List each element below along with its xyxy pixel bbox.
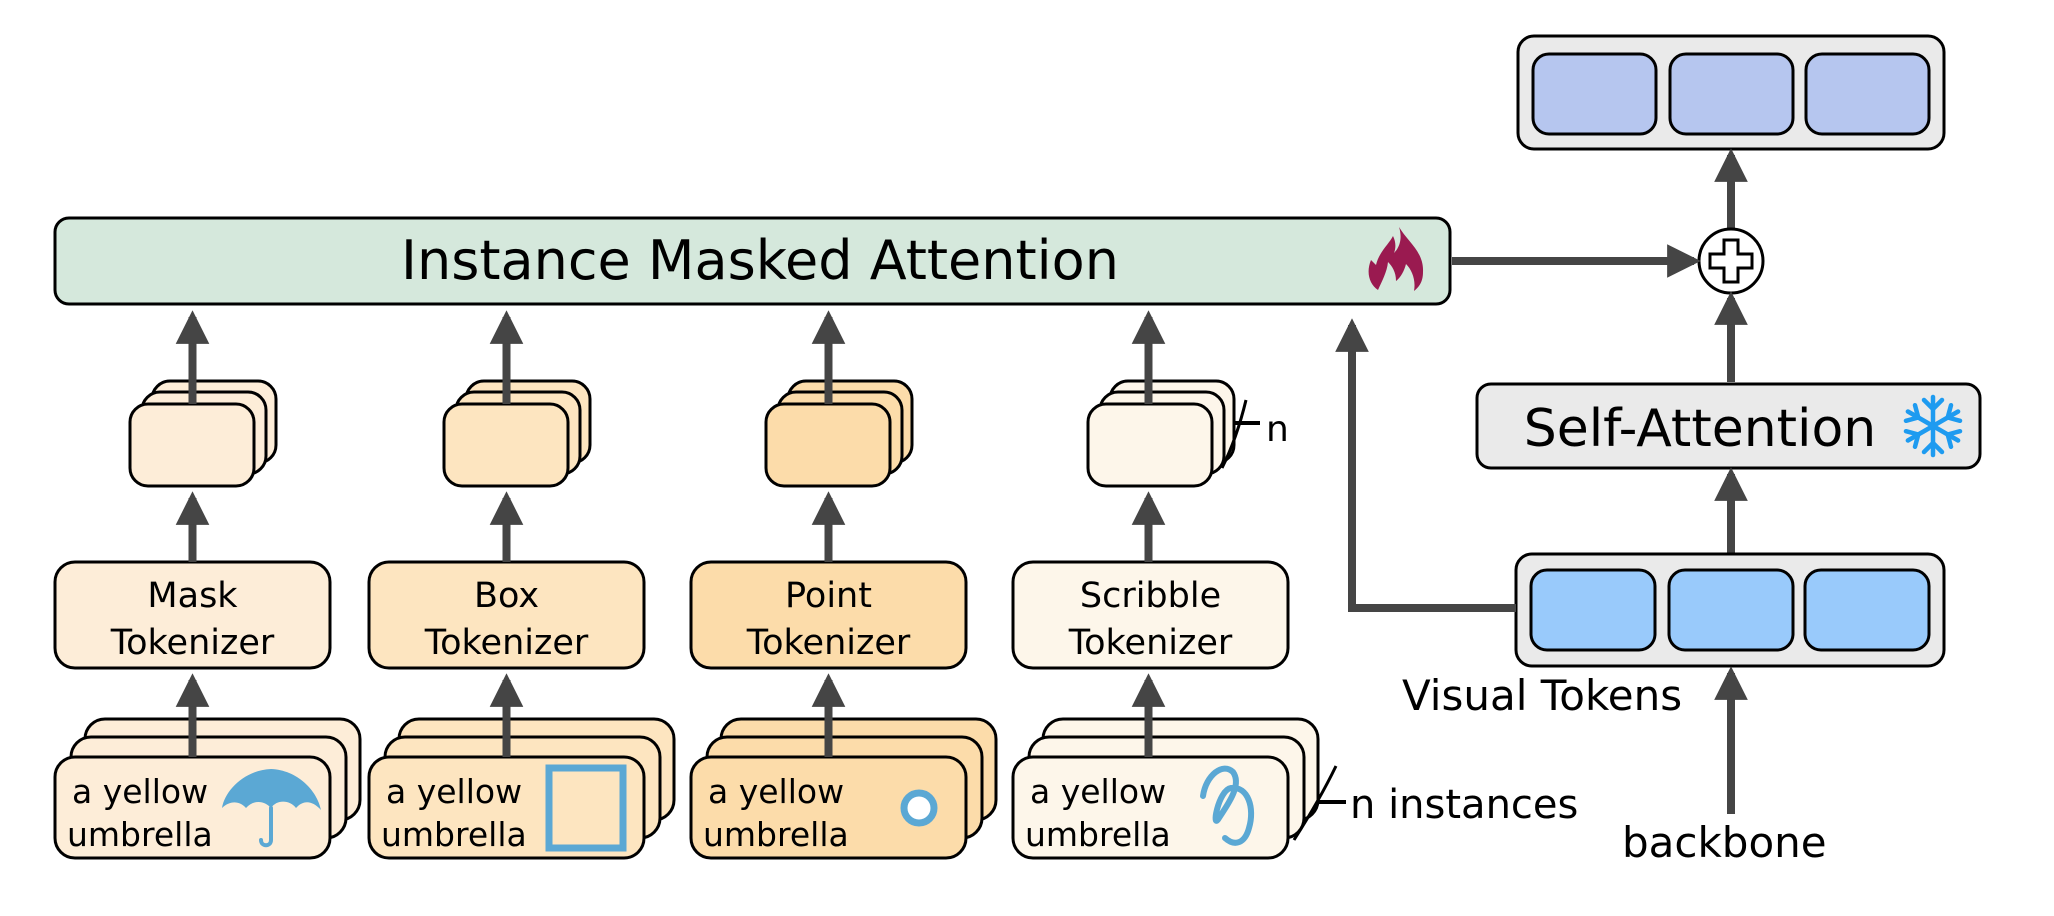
prompt-text-line2: umbrella [703, 815, 849, 854]
token-count-annotation: n [1220, 399, 1289, 469]
plus-glyph [1708, 238, 1754, 284]
instance-count-label: n instances [1350, 782, 1578, 828]
visual-token [1667, 568, 1795, 652]
arrow-visual-to-ima [1335, 318, 1516, 612]
instance-slash [1292, 765, 1338, 841]
visual-tokens-label: Visual Tokens [1402, 671, 1682, 720]
scribble-icon [1200, 765, 1255, 846]
tokenizer-label-line1: Mask [147, 576, 238, 616]
umbrella-mask-icon [222, 769, 321, 848]
prompt-token-stack [1086, 379, 1236, 488]
token-count-label: n [1266, 409, 1289, 450]
output-token [1668, 52, 1795, 136]
instance-masked-attention-label: Instance Masked Attention [401, 229, 1119, 292]
tokenizer-label-line2: Tokenizer [424, 623, 589, 663]
prompt-token [128, 402, 256, 488]
prompt-text-line1: a yellow [708, 772, 844, 811]
snowflake-icon [1903, 394, 1962, 455]
tokenizer-label-line1: Box [474, 576, 539, 616]
output-tokens [1516, 34, 1946, 151]
prompt-token [764, 402, 892, 488]
prompt-text-line1: a yellow [386, 772, 522, 811]
prompt-text-line1: a yellow [1030, 772, 1166, 811]
fire-icon [1368, 227, 1424, 291]
prompt-input-stack: a yellow umbrella [53, 717, 362, 860]
prompt-text-line2: umbrella [1025, 815, 1171, 854]
prompt-token [1086, 402, 1214, 488]
visual-token [1803, 568, 1931, 652]
prompt-input-stack: a yellow umbrella [1011, 717, 1320, 860]
prompt-text-line2: umbrella [67, 815, 213, 854]
bounding-box-icon [545, 764, 627, 852]
prompt-token-stack [442, 379, 592, 488]
tokenizer-label-line1: Point [785, 576, 872, 616]
instance-masked-attention-block: Instance Masked Attention [53, 216, 1452, 306]
instance-count-annotation: n instances [1292, 765, 1578, 841]
output-token [1531, 52, 1658, 136]
self-attention-block: Self-Attention [1475, 382, 1982, 470]
tokenizer-label-line2: Tokenizer [1068, 623, 1233, 663]
visual-tokens: Visual Tokens [1402, 552, 1946, 720]
prompt-input-stack: a yellow umbrella [367, 717, 676, 860]
prompt-input-stack: a yellow umbrella [689, 717, 998, 860]
tokenizer-label-line2: Tokenizer [746, 623, 911, 663]
prompt-token-stack [764, 379, 914, 488]
point-icon [900, 789, 938, 827]
prompt-text-line2: umbrella [381, 815, 527, 854]
backbone-label: backbone [1622, 818, 1827, 867]
output-token [1804, 52, 1931, 136]
sum-node [1697, 227, 1765, 295]
visual-token [1529, 568, 1657, 652]
prompt-token-stack [128, 379, 278, 488]
tokenizer-label-line1: Scribble [1080, 576, 1221, 616]
prompt-token [442, 402, 570, 488]
prompt-text-line1: a yellow [72, 772, 208, 811]
instance-masked-attention-box [53, 216, 1452, 306]
count-slash [1220, 399, 1248, 469]
tokenizer-label-line2: Tokenizer [110, 623, 275, 663]
self-attention-label: Self-Attention [1524, 399, 1877, 459]
